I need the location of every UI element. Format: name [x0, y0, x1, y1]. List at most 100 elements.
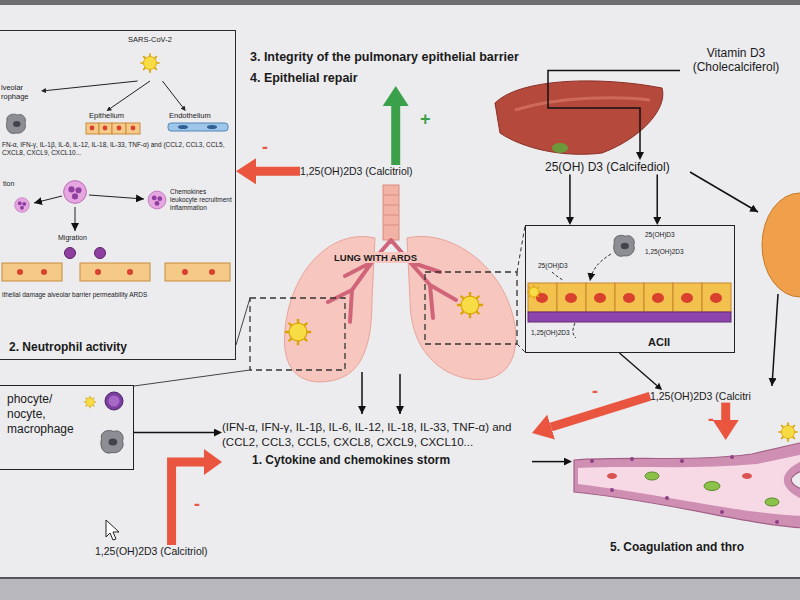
cell-nucleus [710, 293, 722, 303]
wall-dot [680, 459, 684, 463]
neutrophil-icon [15, 198, 30, 213]
ac2-cell [702, 283, 731, 312]
platelet [645, 472, 659, 480]
migrating-neutrophil [95, 248, 106, 259]
ac2-cell [586, 283, 615, 312]
cell-label: SARS-CoV-2 [119, 35, 181, 44]
metabolite-node: 1,25(OH)2D3 (Calcitri [650, 390, 751, 403]
cell-node: lveolar rophage [1, 83, 41, 101]
metabolite-node: Vitamin D3 (Cholecalciferol) [680, 46, 792, 75]
virus-icon [285, 319, 311, 345]
cytokine-list: (IFN-α, IFN-γ, IL-1β, IL-6, IL-12, IL-18… [222, 420, 532, 450]
ac2-cell [615, 283, 644, 312]
trachea-rings [383, 195, 399, 225]
kidney-arrow [772, 294, 778, 386]
lymphocyte-nucleus [109, 396, 120, 407]
migrating-neutrophil [65, 248, 76, 259]
cell-nucleus [209, 269, 215, 275]
chemokine-cell-icon [148, 191, 166, 209]
platelet [704, 482, 720, 491]
right-lung [407, 236, 516, 379]
cell-nucleus [623, 293, 635, 303]
connector-arrow [172, 462, 204, 545]
virus-icon [778, 422, 797, 441]
connector-arrow [162, 81, 182, 107]
red-cell [607, 473, 617, 479]
metabolite-label: 1,25(OH)2D3 (Calcitriol) [300, 165, 413, 178]
connector-arrow [551, 396, 650, 427]
cell-nucleus [17, 269, 23, 275]
wall-dot [610, 488, 614, 492]
virus-icon [457, 292, 483, 318]
virus-node: SARS-CoV-2 [119, 35, 181, 81]
effect-title: 1. Cytokine and chemokines storm [222, 453, 532, 467]
cell-label: Epithelium [89, 111, 124, 120]
virus-icon [527, 285, 541, 299]
macrophage-icon [6, 114, 25, 133]
neutrophil-icon [64, 181, 87, 204]
cell-label: phocyte/ nocyte, macrophage [7, 392, 77, 437]
wall-dot [730, 455, 734, 459]
wall-dot [665, 496, 669, 500]
cell-nucleus [131, 126, 136, 131]
connector-arrow [256, 167, 300, 176]
cell-nucleus [117, 126, 122, 131]
ac2-cell [528, 283, 557, 312]
cell-nucleus [127, 269, 133, 275]
box-title: ACII [648, 336, 734, 349]
vessel-lumen [578, 454, 800, 516]
red-cell [742, 473, 752, 479]
dashed-arrow [573, 323, 576, 338]
vessel-node: 5. Coagulation and thro [572, 440, 800, 558]
metabolite-node: 1,25(OH)2D3 (Calcitriol) [300, 165, 413, 178]
connector-arrow [620, 353, 657, 385]
endothelial-nucleus [207, 125, 217, 129]
effect-sign: - [708, 410, 714, 428]
bronchi [328, 240, 456, 322]
cell-nucleus [681, 293, 693, 303]
process-arrow [75, 207, 76, 231]
zoom-line [134, 370, 250, 386]
damaged-epithelium [2, 263, 62, 281]
process-label: Migration [58, 234, 87, 242]
connector-arrow [134, 432, 214, 434]
mouse-cursor [106, 520, 119, 540]
platelet [765, 498, 779, 506]
effect-sign: + [420, 110, 431, 128]
cell-label: Endothelium [169, 111, 211, 120]
metabolite-label: Vitamin D3 (Cholecalciferol) [680, 46, 792, 75]
cell-box: phocyte/ nocyte, macrophage [0, 385, 134, 470]
cell-base [528, 312, 731, 322]
cell-nucleus [95, 269, 101, 275]
screen-edge [0, 577, 800, 579]
alveolar-cells [528, 283, 731, 322]
ac2-cell [644, 283, 673, 312]
metabolite-label: 25(OH)D3 [645, 231, 675, 239]
zoom-line [236, 298, 250, 345]
connector-arrow [391, 106, 400, 165]
macrophage-icon [101, 431, 123, 454]
cytokine-list: FN-α, IFN-γ, IL-1β, IL-6, IL-12, IL-18, … [2, 141, 230, 157]
metabolite-label: 1,25(OH)2D3 (Calcitri [650, 390, 751, 403]
metabolite-label: 1,25(OH)2D3 (Calcitriol) [95, 545, 208, 558]
cell-node: Epithelium [89, 111, 124, 120]
epithelial-cell [86, 123, 99, 134]
zoom-line [517, 226, 525, 272]
wall-dot [590, 459, 594, 463]
macrophage-icon [614, 235, 635, 256]
connector-arrow [532, 461, 564, 463]
endothelium-strip [168, 123, 228, 131]
cell-nucleus [103, 126, 108, 131]
kidney-arrow [690, 172, 758, 212]
effect-sign: - [592, 382, 598, 400]
metabolite-label: 25(OH) D3 (Calcifediol) [545, 160, 670, 174]
cell-nucleus [182, 269, 188, 275]
effect-heading: 3. Integrity of the pulmonary epithelial… [250, 50, 519, 86]
wall-dot [630, 457, 634, 461]
connector-arrow [656, 174, 658, 217]
epithelial-cell [112, 123, 126, 134]
trachea [383, 185, 399, 240]
ac2-cell [673, 283, 702, 312]
gallbladder [552, 143, 568, 153]
